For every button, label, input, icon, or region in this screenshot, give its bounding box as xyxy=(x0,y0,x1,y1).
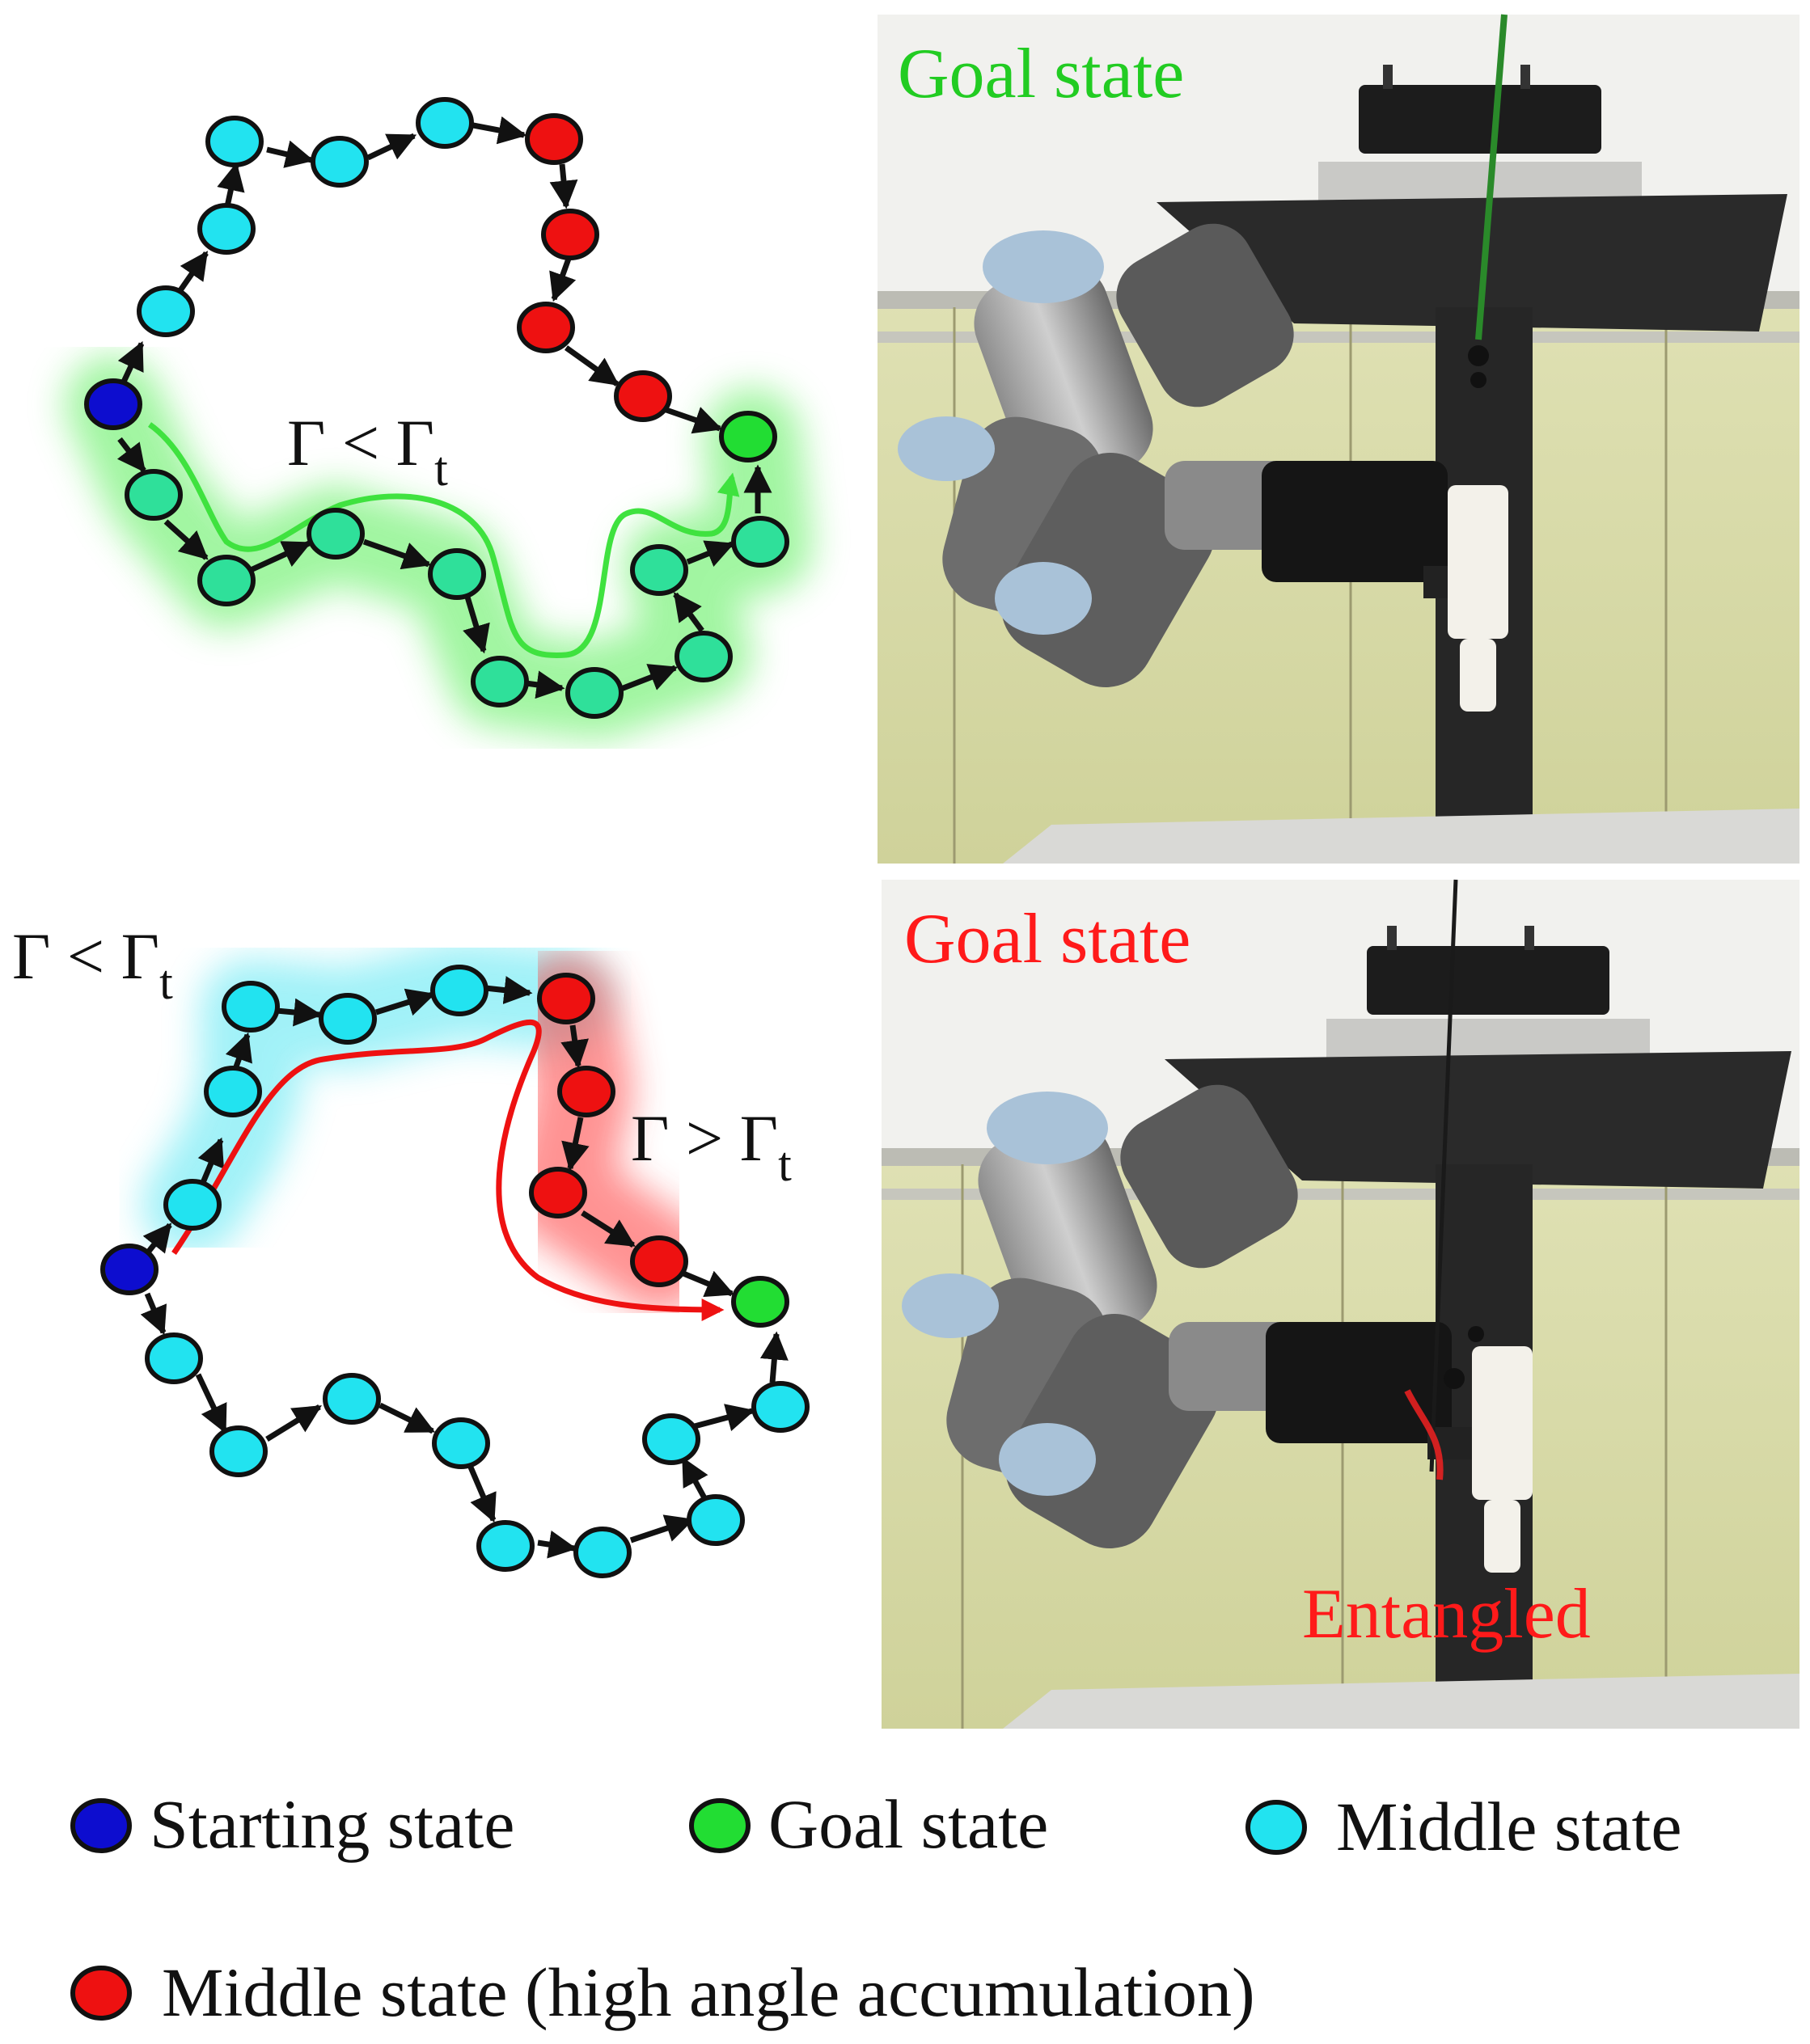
depth-camera xyxy=(1359,85,1601,154)
goal-node xyxy=(731,1276,789,1328)
middle-node xyxy=(416,97,474,149)
hanging-part xyxy=(1472,1346,1533,1500)
top-state-graph: Γ < Γt xyxy=(65,97,813,740)
high-angle-node xyxy=(537,973,595,1024)
middle-node xyxy=(145,1332,203,1384)
bottom-graph-nodes xyxy=(100,965,810,1578)
green-node xyxy=(428,548,486,600)
middle-node xyxy=(476,1520,535,1572)
high-angle-state-swatch xyxy=(70,1966,132,2021)
top-angle-condition: Γ < Γt xyxy=(287,406,448,496)
middle-node xyxy=(319,993,377,1045)
starting-node xyxy=(100,1244,159,1295)
bottom-left-angle-condition: Γ < Γt xyxy=(12,919,173,1009)
stand-top-plate xyxy=(1165,1051,1791,1189)
middle-node xyxy=(573,1527,632,1578)
cable xyxy=(1429,879,1458,1472)
middle-node xyxy=(430,965,488,1016)
green-node xyxy=(731,516,789,568)
high-angle-node xyxy=(517,302,575,353)
cable xyxy=(1475,14,1508,340)
middle-node xyxy=(687,1494,745,1546)
green-node xyxy=(471,656,529,707)
stand-top-plate xyxy=(1157,194,1787,332)
legend-item-starting: Starting state xyxy=(70,1785,514,1863)
legend-item-middle: Middle state xyxy=(1245,1788,1682,1865)
high-angle-node xyxy=(614,370,672,422)
goal-state-swatch xyxy=(689,1798,751,1853)
low-angle-trajectory xyxy=(147,422,740,658)
bottom-photo-label: Goal state xyxy=(904,900,1190,978)
middle-node xyxy=(642,1413,700,1465)
depth-camera xyxy=(1367,946,1609,1015)
high-angle-node xyxy=(525,113,583,165)
middle-node xyxy=(432,1417,490,1469)
top-robot-photo: Goal state xyxy=(878,14,1799,864)
middle-node xyxy=(197,203,256,255)
top-photo-label: Goal state xyxy=(898,35,1184,113)
middle-state-swatch xyxy=(1245,1800,1307,1855)
middle-node xyxy=(205,116,264,167)
legend-item-high-angle: Middle state (high angle accumulation) xyxy=(70,1953,1255,2031)
high-angle-trajectory xyxy=(171,1019,725,1321)
legend-item-goal: Goal state xyxy=(689,1785,1048,1863)
high-angle-node xyxy=(557,1066,615,1117)
middle-node xyxy=(751,1381,810,1433)
high-angle-node xyxy=(529,1167,587,1218)
robot-arm xyxy=(898,223,1488,687)
goal-node xyxy=(719,411,777,462)
middle-node xyxy=(204,1066,262,1117)
legend-label: Goal state xyxy=(768,1785,1048,1863)
legend-label: Middle state (high angle accumulation) xyxy=(162,1953,1255,2031)
high-angle-node xyxy=(630,1235,688,1287)
starting-state-swatch xyxy=(70,1798,132,1853)
bottom-robot-photo: Goal state Entangled xyxy=(882,879,1799,1729)
green-node xyxy=(675,631,733,682)
starting-node xyxy=(84,378,142,430)
middle-node xyxy=(137,285,195,337)
green-node xyxy=(565,667,624,719)
middle-node xyxy=(323,1373,381,1425)
legend-label: Starting state xyxy=(150,1785,514,1863)
top-graph-nodes xyxy=(84,97,789,719)
green-node xyxy=(630,544,688,596)
legend: Starting state Goal state Middle state M… xyxy=(70,1785,1682,2031)
robot-arm xyxy=(902,1084,1492,1548)
bottom-right-angle-condition: Γ > Γt xyxy=(631,1101,792,1191)
entangled-label: Entangled xyxy=(1302,1575,1591,1653)
high-angle-node xyxy=(541,209,599,260)
green-node xyxy=(125,469,183,521)
hanging-part xyxy=(1448,485,1508,639)
legend-label: Middle state xyxy=(1336,1788,1682,1865)
green-node xyxy=(197,555,256,606)
gripper xyxy=(1262,461,1448,582)
middle-node xyxy=(311,136,369,188)
gripper xyxy=(1266,1322,1452,1443)
middle-node xyxy=(163,1179,222,1231)
bottom-state-graph: Γ < Γt Γ > Γt xyxy=(12,919,810,1578)
green-node xyxy=(307,508,365,560)
top-graph-edges xyxy=(110,116,772,699)
middle-node xyxy=(209,1425,268,1477)
middle-node xyxy=(222,981,280,1033)
